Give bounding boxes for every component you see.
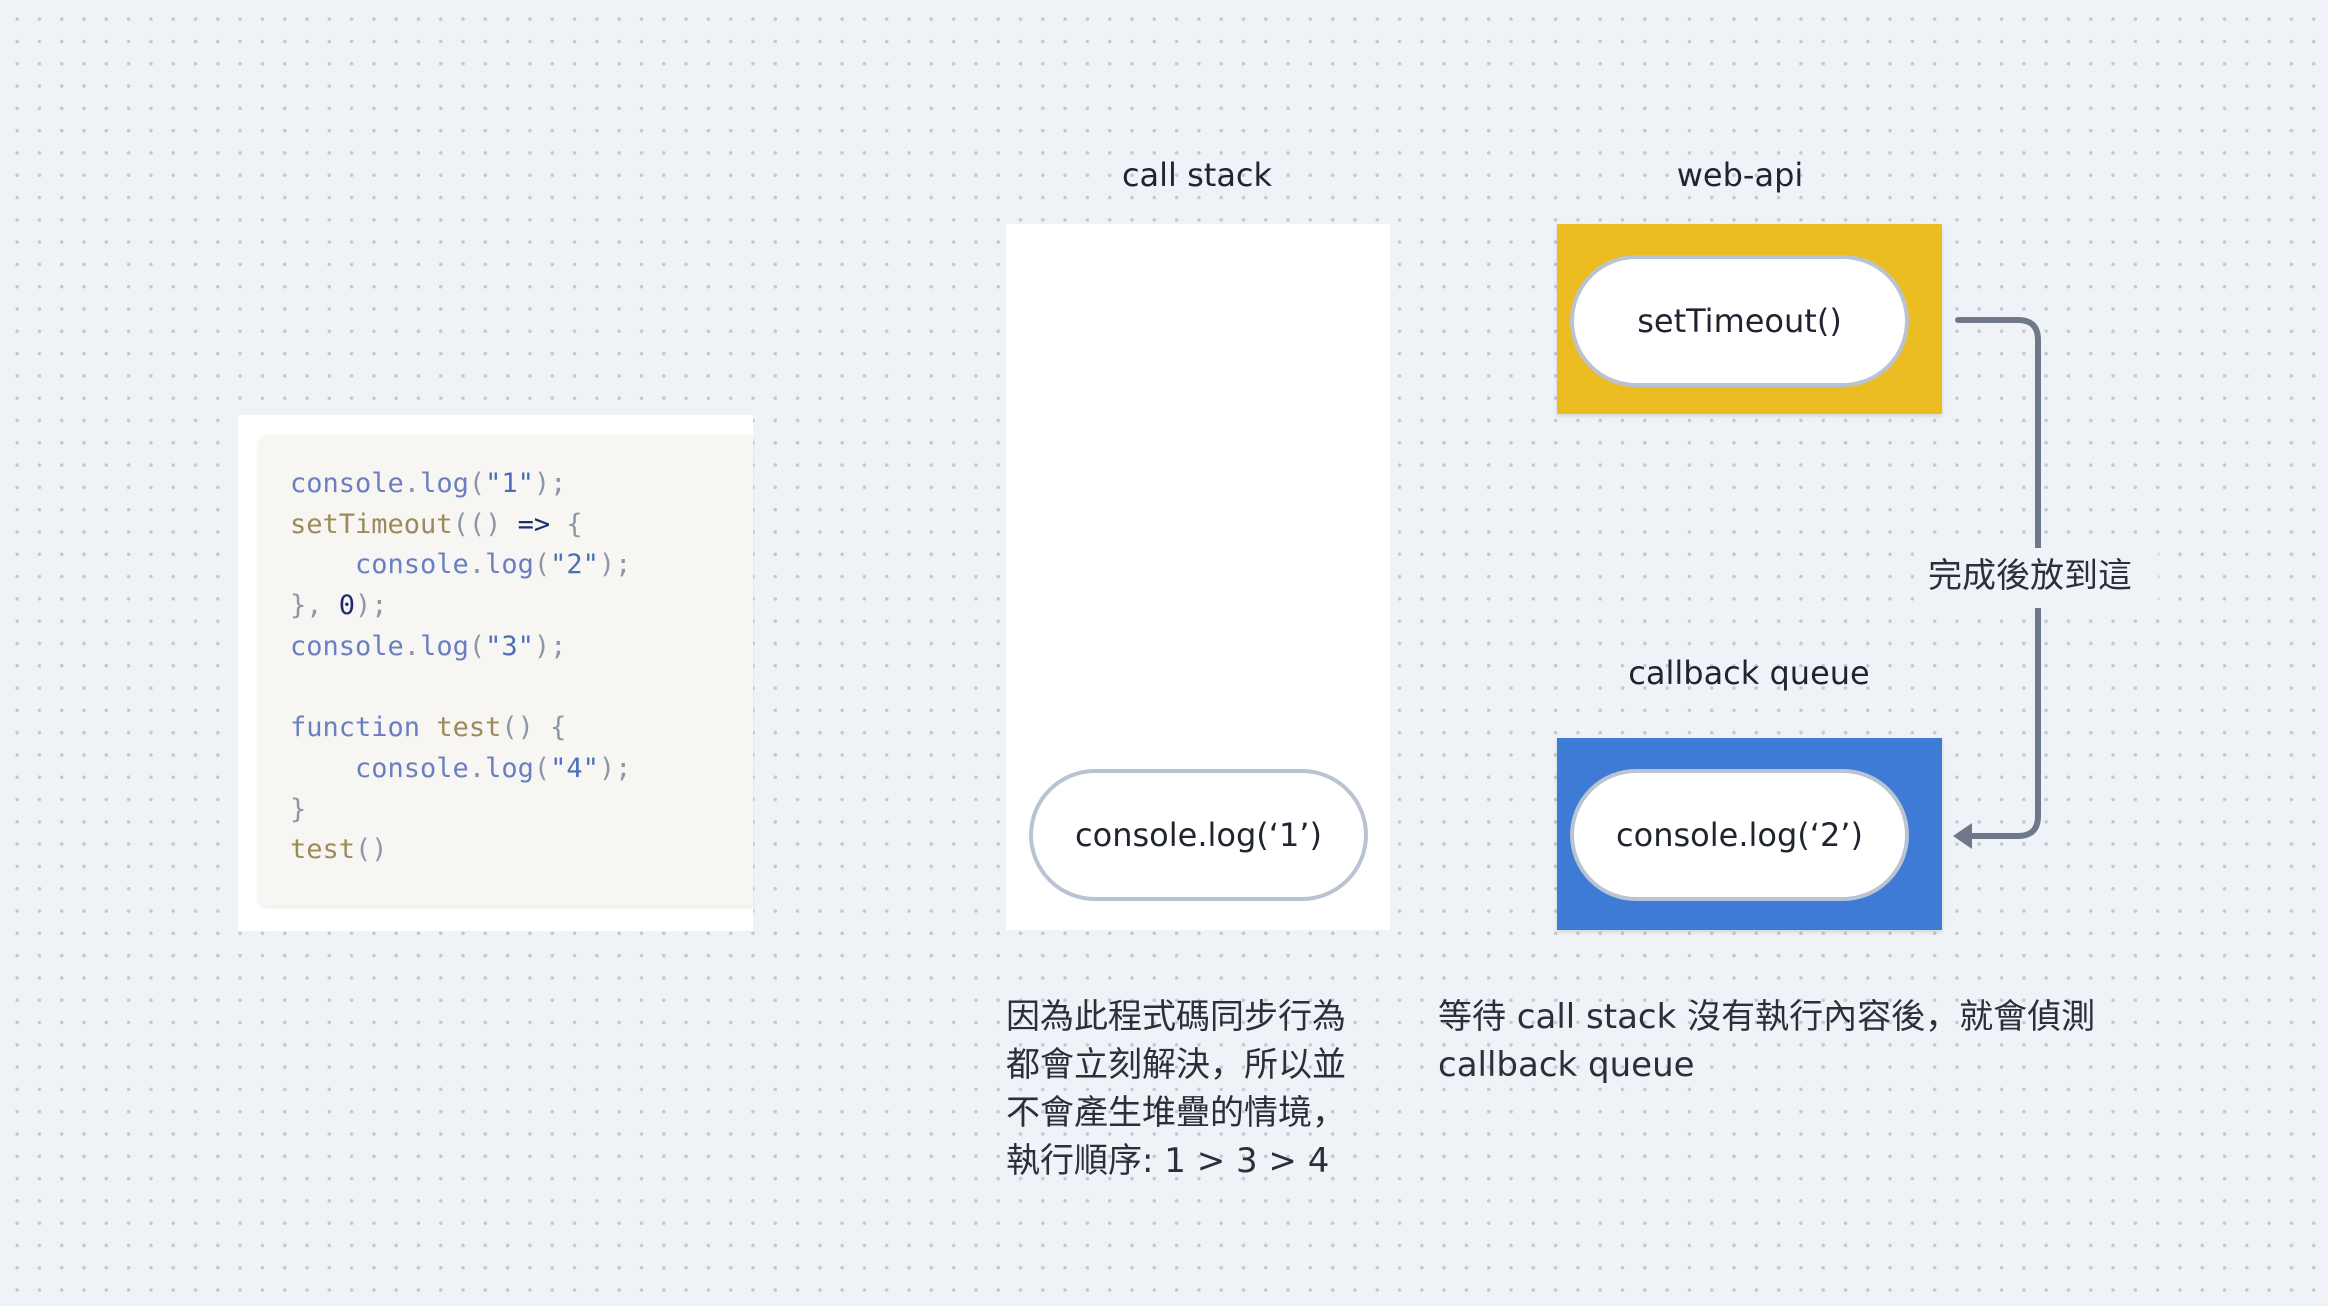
code-line: setTimeout(() => { [290, 505, 631, 546]
code-token: log [485, 752, 534, 784]
code-token: }, [290, 590, 339, 622]
code-token: test [290, 834, 356, 866]
code-token: console [290, 752, 469, 784]
code-line: } [290, 790, 631, 831]
code-token: () { [501, 712, 567, 744]
code-token: console [290, 468, 404, 499]
code-token: console [290, 549, 469, 581]
code-line: console.log("1"); [290, 464, 631, 505]
code-token: "3" [485, 630, 534, 662]
code-token: } [290, 793, 307, 825]
code-token: ( [533, 549, 551, 581]
code-token: "4" [550, 752, 599, 784]
arrow-label: 完成後放到這 [1928, 556, 2132, 596]
code-token: "1" [485, 468, 534, 499]
code-token: => [517, 508, 551, 540]
code-token: log [420, 630, 469, 662]
code-token: . [403, 468, 421, 499]
code-token: console [290, 630, 404, 662]
code-token: () [355, 834, 388, 866]
code-token: 0 [338, 590, 356, 622]
code-token: ( [468, 630, 486, 662]
code-token: . [468, 549, 486, 581]
code-token: ); [533, 630, 567, 662]
code-token: ( [468, 468, 486, 499]
code-token: ( [533, 752, 551, 784]
arrow-label-backdrop [1918, 548, 2158, 608]
code-block [258, 435, 753, 906]
code-line: console.log("3"); [290, 627, 631, 668]
web-api-item: setTimeout() [1570, 255, 1909, 387]
call-stack-note: 因為此程式碼同步行為 都會立刻解決，所以並 不會產生堆疊的情境， 執行順序: 1… [1006, 997, 1346, 1181]
code-lines: console.log("1");setTimeout(() => { cons… [290, 464, 631, 871]
callback-queue-item: console.log(‘2’) [1570, 769, 1909, 901]
code-token: log [420, 468, 469, 499]
code-token: log [485, 549, 534, 581]
code-token: function [290, 712, 421, 744]
code-token: . [468, 752, 486, 784]
code-token: . [403, 630, 421, 662]
code-line: test() [290, 830, 631, 871]
code-line: console.log("2"); [290, 545, 631, 586]
code-token: { [550, 508, 583, 540]
code-token: setTimeout [290, 508, 453, 540]
code-line: }, 0); [290, 586, 631, 627]
code-token: ); [355, 590, 388, 622]
web-api-title: web-api [1676, 156, 1804, 194]
callback-queue-note: 等待 call stack 沒有執行內容後，就會偵測 callback queu… [1438, 997, 2096, 1085]
callback-queue-title: callback queue [1628, 654, 1870, 692]
code-token: ); [598, 549, 632, 581]
code-token: (() [452, 508, 518, 540]
code-token: "2" [550, 549, 599, 581]
arrowhead-icon [1953, 823, 1972, 849]
code-line: function test() { [290, 708, 631, 749]
code-token: test [436, 712, 502, 744]
code-token: ); [598, 752, 632, 784]
call-stack-title: call stack [1121, 156, 1273, 194]
code-line: console.log("4"); [290, 749, 631, 790]
call-stack-item: console.log(‘1’) [1029, 769, 1368, 901]
code-token: ); [533, 468, 567, 499]
